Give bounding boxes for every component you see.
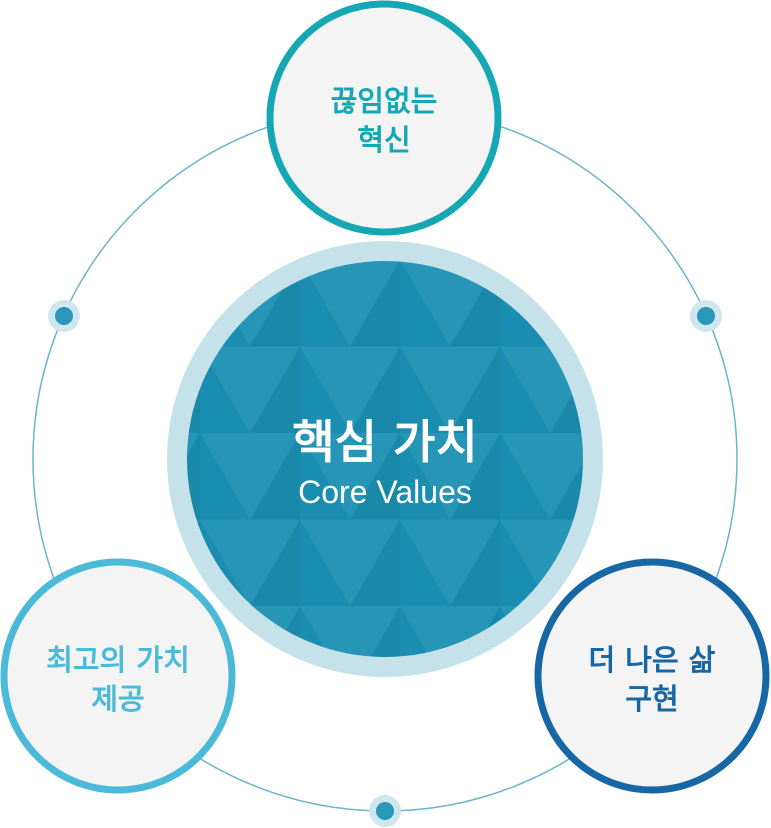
center-subtitle: Core Values xyxy=(298,474,472,510)
value-label-line: 구현 xyxy=(625,682,679,717)
orbit-dot-bottom xyxy=(369,795,401,827)
value-label-line: 제공 xyxy=(91,682,145,717)
value-node-top xyxy=(266,0,502,236)
value-label-best-value: 최고의 가치 제공 xyxy=(2,641,234,719)
orbit-dot-left xyxy=(48,300,80,332)
value-label-line: 끊임없는 xyxy=(330,84,438,118)
orbit-dot-right xyxy=(690,300,722,332)
value-node-left xyxy=(0,558,236,794)
value-label-line: 더 나은 삶 xyxy=(588,643,716,677)
value-label-line: 최고의 가치 xyxy=(46,643,190,677)
value-label-line: 혁신 xyxy=(357,123,411,158)
center-title: 핵심 가치 xyxy=(292,415,478,469)
value-label-better-life: 더 나은 삶 구현 xyxy=(536,641,768,719)
value-node-right xyxy=(534,558,770,794)
center-triangle-pattern xyxy=(187,261,583,657)
value-label-innovation: 끊임없는 혁신 xyxy=(268,82,500,160)
